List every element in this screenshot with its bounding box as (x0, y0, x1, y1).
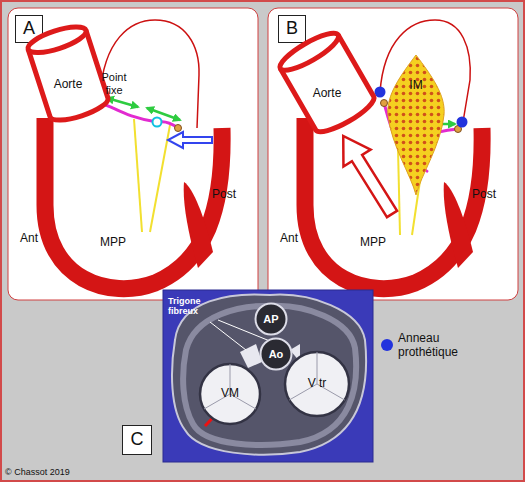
node-text: IM (409, 79, 422, 92)
panel-letter-box: C (122, 425, 152, 455)
wall-label: Post (212, 188, 252, 202)
aortic-valve: Ao (259, 337, 293, 371)
chorda (134, 119, 142, 232)
legend-swatch (381, 339, 393, 351)
structure-label: Trigone fibreux (168, 296, 228, 317)
jet-shape (388, 55, 444, 195)
legend-text: Anneau prothétique (398, 332, 478, 360)
wall-label: Ant (20, 232, 60, 246)
panel-frame (8, 8, 258, 300)
valve-disc (256, 304, 287, 335)
papillary-muscle (184, 182, 213, 268)
chorda (398, 148, 400, 235)
node-text: Aorte (313, 87, 342, 100)
blue-arrow (168, 132, 212, 148)
wall-label: Ant (280, 232, 320, 246)
node-text: Ao (269, 348, 284, 360)
green-double-arrow (147, 108, 180, 120)
anterior-leaflet (100, 103, 157, 122)
orange-dot (381, 100, 388, 107)
node-shape (283, 35, 371, 130)
pulmonary-valve: AP (254, 302, 288, 336)
regurgitation-jet: IM (386, 55, 446, 195)
tricuspid-valve: V tr (283, 350, 351, 418)
copyright-note: © Chassot 2019 (5, 467, 155, 477)
aorta-cylinder: Aorte (28, 26, 108, 121)
aorta-group (276, 27, 378, 138)
muscle-label: MPP (100, 236, 140, 250)
node-shape (28, 26, 108, 121)
panel-frame (268, 8, 518, 300)
aorta-group (25, 22, 110, 125)
mitral-valve: VM (198, 362, 262, 426)
node-text: C (131, 430, 144, 450)
node-text: A (23, 19, 35, 39)
orange-dot (175, 125, 182, 132)
aorta-cylinder: Aorte (283, 35, 371, 130)
ring-dot (457, 117, 468, 128)
valve-disc (285, 352, 349, 416)
green-double-arrow (107, 98, 138, 107)
ventricle-wall (45, 118, 222, 289)
wall-label: Post (472, 188, 512, 202)
leader-line (210, 322, 246, 350)
cyan-dot (153, 118, 162, 127)
heart-base (172, 294, 366, 454)
ventricle-wall (305, 118, 482, 289)
node-text: Aorte (54, 78, 83, 91)
node-text: AP (263, 313, 278, 325)
aorta-opening (25, 22, 88, 58)
papillary-muscle (444, 182, 473, 268)
node-text: VM (221, 387, 239, 400)
node-text: V tr (308, 377, 327, 390)
chorda (150, 125, 170, 232)
muscle-label: MPP (360, 236, 400, 250)
callout-label: Point fixe (97, 71, 131, 96)
photo-frame (163, 290, 373, 462)
node-text: B (286, 19, 298, 39)
valve-disc (200, 364, 260, 424)
node-shape (386, 55, 446, 195)
valve-disc (261, 339, 292, 370)
panel-letter-box: B (278, 15, 306, 43)
aorta-opening (276, 27, 343, 76)
